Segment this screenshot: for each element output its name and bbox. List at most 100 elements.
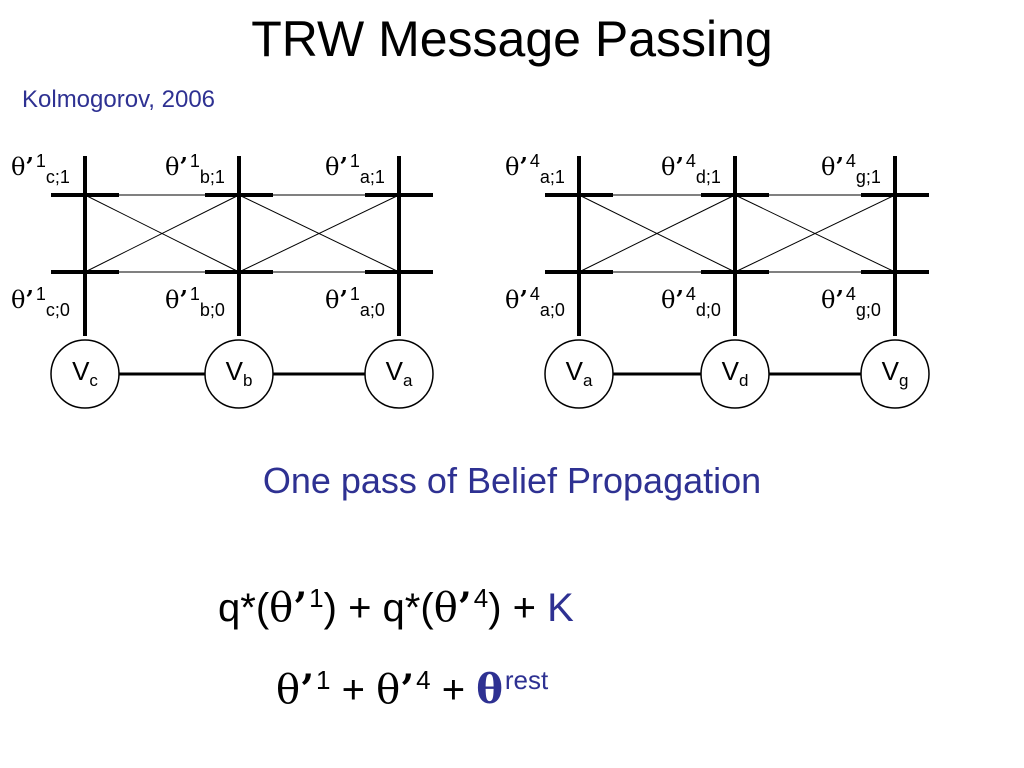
formula1-q-open: q*( [218, 586, 270, 630]
state-subscript: g;0 [855, 300, 881, 320]
tree-superscript: 1 [349, 284, 360, 304]
theta-symbol: θ [11, 286, 26, 314]
node-subscript: c [89, 371, 98, 390]
tree-superscript: 1 [189, 284, 200, 304]
left-node-label-1: Vb [199, 356, 279, 389]
tree-superscript: 4 [685, 151, 696, 171]
node-subscript: g [898, 371, 909, 390]
tree-superscript: 4 [845, 284, 856, 304]
prime-mark: ’ [25, 152, 34, 181]
formula1-prime-b: ’ [457, 584, 472, 631]
node-subscript: b [242, 371, 253, 390]
formula1-prime-a: ’ [293, 584, 308, 631]
formula-q-star: q*(θ’1) + q*(θ’4) + K [218, 585, 574, 631]
node-letter: V [385, 356, 403, 386]
formula1-mid: ) + q*( [323, 586, 434, 630]
formula1-sup-4: 4 [473, 583, 489, 613]
left-theta-label-top-2: θ’1a;1 [325, 152, 385, 186]
node-letter: V [565, 356, 583, 386]
state-subscript: c;1 [45, 167, 70, 187]
prime-mark: ’ [25, 285, 34, 314]
prime-mark: ’ [179, 285, 188, 314]
right-theta-label-bottom-0: θ’4a;0 [505, 285, 565, 319]
theta-symbol: θ [165, 153, 180, 181]
left-theta-label-bottom-1: θ’1b;0 [165, 285, 225, 319]
theta-symbol: θ [165, 286, 180, 314]
formula2-plus-2: + [430, 668, 477, 712]
theta-symbol: θ [325, 153, 340, 181]
theta-symbol: θ [11, 153, 26, 181]
node-subscript: d [738, 371, 749, 390]
theta-symbol: θ [821, 153, 836, 181]
prime-mark: ’ [675, 152, 684, 181]
tree-superscript: 4 [529, 151, 540, 171]
right-theta-label-bottom-2: θ’4g;0 [821, 285, 881, 319]
theta-symbol: θ [325, 286, 340, 314]
formula2-plus-1: + [330, 668, 377, 712]
left-theta-label-bottom-0: θ’1c;0 [11, 285, 70, 319]
theta-symbol: θ [661, 153, 676, 181]
prime-mark: ’ [179, 152, 188, 181]
formula-theta-sum: θ’1 + θ’4 + θrest [276, 667, 548, 713]
prime-mark: ’ [519, 152, 528, 181]
formula2-theta-b: θ [376, 667, 401, 713]
formula1-theta-a: θ [269, 585, 294, 631]
right-node-circle-2 [860, 339, 930, 409]
prime-mark: ’ [519, 285, 528, 314]
left-theta-label-top-0: θ’1c;1 [11, 152, 70, 186]
state-subscript: c;0 [45, 300, 70, 320]
formula2-prime-b: ’ [400, 666, 415, 713]
left-theta-label-bottom-2: θ’1a;0 [325, 285, 385, 319]
theta-symbol: θ [505, 153, 520, 181]
node-letter: V [225, 356, 243, 386]
tree-superscript: 1 [35, 151, 46, 171]
state-subscript: a;0 [539, 300, 565, 320]
right-theta-label-top-1: θ’4d;1 [661, 152, 721, 186]
right-edge-cross-up-0 [578, 194, 736, 273]
node-letter: V [72, 356, 90, 386]
formula2-prime-a: ’ [300, 666, 315, 713]
tree-superscript: 4 [529, 284, 540, 304]
left-edge-cross-up-1 [238, 194, 400, 273]
state-subscript: d;0 [695, 300, 721, 320]
formula1-close: ) + [488, 586, 548, 630]
state-subscript: d;1 [695, 167, 721, 187]
formula2-sup-4: 4 [416, 665, 431, 695]
tree-superscript: 4 [845, 151, 856, 171]
prime-mark: ’ [339, 152, 348, 181]
node-letter: V [881, 356, 899, 386]
node-letter: V [721, 356, 739, 386]
state-subscript: b;0 [199, 300, 225, 320]
left-node-label-2: Va [359, 356, 439, 389]
right-node-label-1: Vd [695, 356, 775, 389]
right-theta-label-bottom-1: θ’4d;0 [661, 285, 721, 319]
formula1-constant-k: K [547, 586, 574, 630]
prime-mark: ’ [835, 285, 844, 314]
slide-title: TRW Message Passing [251, 11, 773, 67]
prime-mark: ’ [835, 152, 844, 181]
right-node-circle-1 [700, 339, 770, 409]
formula1-sup-1: 1 [309, 583, 324, 613]
left-node-label-0: Vc [45, 356, 125, 389]
prime-mark: ’ [675, 285, 684, 314]
state-subscript: a;1 [359, 167, 385, 187]
node-subscript: a [582, 371, 593, 390]
right-node-circle-0 [544, 339, 614, 409]
left-edge-cross-up-0 [84, 194, 240, 273]
formula2-theta-a: θ [276, 667, 301, 713]
node-subscript: a [402, 371, 413, 390]
tree-superscript: 1 [35, 284, 46, 304]
left-theta-label-top-1: θ’1b;1 [165, 152, 225, 186]
trw-diagram [50, 156, 930, 409]
right-node-label-0: Va [539, 356, 619, 389]
theta-symbol: θ [821, 286, 836, 314]
left-node-circle-0 [50, 339, 120, 409]
state-subscript: a;0 [359, 300, 385, 320]
formula2-sup-1: 1 [316, 665, 331, 695]
tree-superscript: 4 [685, 284, 696, 304]
formula2-theta-rest: θ [476, 666, 503, 713]
right-theta-label-top-2: θ’4g;1 [821, 152, 881, 186]
right-node-label-2: Vg [855, 356, 935, 389]
theta-symbol: θ [505, 286, 520, 314]
